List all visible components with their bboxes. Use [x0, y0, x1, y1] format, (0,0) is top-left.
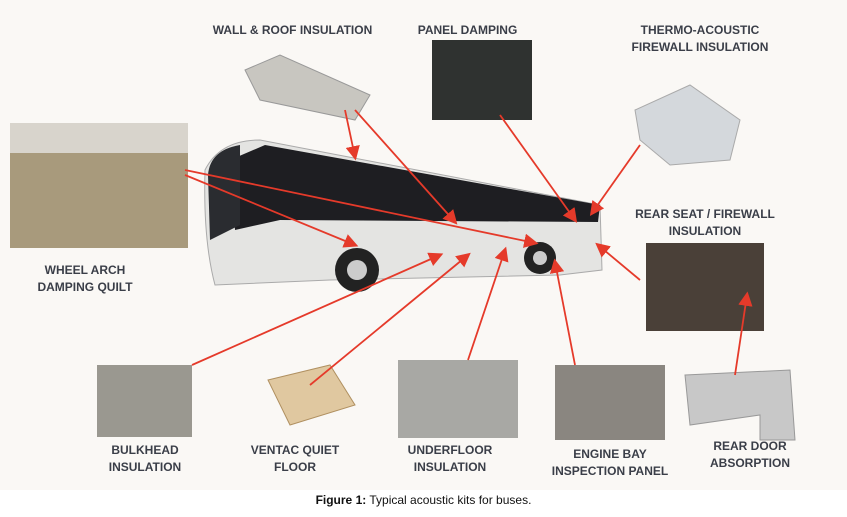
wall-roof-photo	[244, 54, 371, 121]
label-ventac-quiet-floor: VENTAC QUIET FLOOR	[250, 443, 340, 474]
ventac-photo	[267, 364, 356, 426]
figure-caption: Figure 1: Typical acoustic kits for buse…	[0, 493, 847, 507]
label-underfloor: UNDERFLOOR INSULATION	[407, 443, 493, 474]
label-rear-seat-firewall: REAR SEAT / FIREWALL INSULATION	[635, 207, 775, 238]
underfloor-photo	[398, 360, 518, 438]
rear-seat-photo	[646, 243, 764, 331]
label-wall-roof-insulation: WALL & ROOF INSULATION	[212, 23, 373, 37]
label-bulkhead: BULKHEAD INSULATION	[108, 443, 182, 474]
arrows	[184, 109, 753, 386]
rear-door-photo	[684, 369, 796, 441]
bulkhead-photo	[97, 365, 192, 437]
label-engine-bay: ENGINE BAY INSPECTION PANEL	[551, 447, 669, 478]
label-rear-door: REAR DOOR ABSORPTION	[709, 439, 790, 470]
engine-bay-photo	[555, 365, 665, 440]
thermo-photo	[634, 84, 741, 166]
panel-damping-photo	[432, 40, 532, 120]
illustration	[10, 40, 796, 441]
figure-panel: WALL & ROOF INSULATION PANEL DAMPING THE…	[10, 23, 796, 478]
caption-text: Typical acoustic kits for buses.	[366, 493, 532, 507]
caption-prefix: Figure 1:	[315, 493, 367, 507]
label-thermo-acoustic-firewall: THERMO-ACOUSTIC FIREWALL INSULATION	[631, 23, 769, 54]
label-wheel-arch: WHEEL ARCH DAMPING QUILT	[37, 263, 133, 294]
label-panel-damping: PANEL DAMPING	[417, 23, 518, 37]
